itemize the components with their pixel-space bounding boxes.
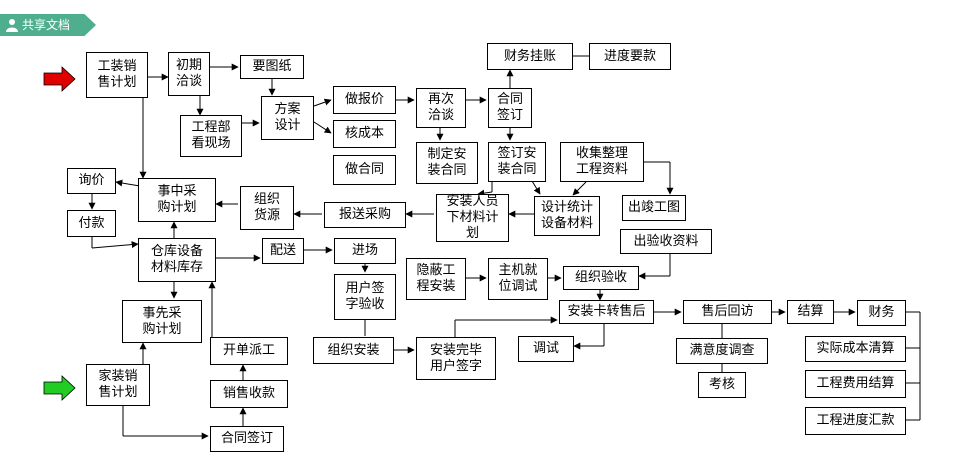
node-request-drawings: 要图纸 — [240, 55, 304, 79]
green-entry-arrow — [43, 375, 76, 401]
node-debugging: 调试 — [518, 336, 574, 362]
node-organize-supply: 组织 货源 — [240, 186, 294, 230]
node-submit-purchase: 报送采购 — [324, 202, 406, 228]
node-aftersales-visit: 售后回访 — [683, 300, 772, 324]
node-inquiry: 询价 — [67, 168, 116, 194]
node-gongzhuang-sales-plan: 工装销 售计划 — [86, 52, 148, 98]
node-warehouse-inventory: 仓库设备 材料库存 — [138, 238, 216, 282]
node-project-progress-remit: 工程进度汇款 — [805, 407, 906, 435]
node-project-expense-settlement: 工程费用结算 — [805, 370, 906, 398]
node-finance: 财务 — [857, 300, 906, 326]
user-icon — [6, 19, 18, 32]
node-midterm-purchase-plan: 事中采 购计划 — [138, 178, 216, 222]
node-host-position-debug: 主机就 位调试 — [488, 258, 548, 300]
node-finance-booking: 财务挂账 — [487, 43, 573, 70]
node-install-card-to-aftersales: 安装卡转售后 — [559, 300, 654, 324]
node-organize-acceptance: 组织验收 — [563, 266, 639, 290]
shared-docs-tab[interactable]: 共享文档 — [0, 14, 96, 36]
node-as-built-drawings: 出竣工图 — [622, 195, 686, 221]
node-contract-signing: 合同签订 — [210, 426, 284, 452]
red-entry-arrow — [43, 66, 76, 92]
node-user-sign-acceptance: 用户签 字验收 — [334, 274, 396, 320]
node-design-stats-materials: 设计统计 设备材料 — [534, 196, 600, 236]
node-initial-talk: 初期 洽谈 — [168, 52, 210, 96]
node-sales-collection: 销售收款 — [210, 380, 288, 408]
node-payment: 付款 — [67, 210, 116, 237]
node-delivery: 配送 — [262, 238, 304, 264]
node-satisfaction-survey: 满意度调查 — [676, 338, 768, 364]
node-issue-acceptance-docs: 出验收资料 — [620, 229, 712, 254]
node-second-talk: 再次 洽谈 — [416, 88, 466, 128]
node-engineering-site-visit: 工程部 看现场 — [180, 115, 242, 157]
node-issue-work-order: 开单派工 — [210, 337, 288, 365]
node-concealed-works-install: 隐蔽工 程安装 — [406, 258, 466, 300]
node-enter-site: 进场 — [334, 238, 396, 264]
node-home-sales-plan: 家装销 售计划 — [86, 364, 150, 406]
node-install-done-user-sign: 安装完毕 用户签字 — [416, 337, 496, 380]
node-sign-install-contract: 签订安 装合同 — [488, 142, 546, 182]
node-organize-installation: 组织安装 — [313, 337, 394, 364]
node-contract-signed: 合同 签订 — [488, 88, 532, 128]
node-assessment: 考核 — [698, 372, 746, 398]
node-installer-material-plan: 安装人员 下材料计 划 — [436, 194, 509, 242]
node-settlement: 结算 — [787, 300, 834, 324]
node-progress-payment-request: 进度要款 — [589, 43, 671, 70]
node-actual-cost-clearing: 实际成本清算 — [805, 336, 906, 362]
node-check-cost: 核成本 — [333, 120, 396, 148]
node-plan-design: 方案 设计 — [261, 96, 314, 140]
node-draft-install-contract: 制定安 装合同 — [416, 142, 478, 184]
tab-label: 共享文档 — [22, 18, 71, 32]
node-collect-project-docs: 收集整理 工程资料 — [560, 142, 644, 182]
node-advance-purchase-plan: 事先采 购计划 — [122, 300, 202, 343]
node-make-quote: 做报价 — [333, 86, 396, 114]
node-make-contract: 做合同 — [333, 155, 396, 185]
